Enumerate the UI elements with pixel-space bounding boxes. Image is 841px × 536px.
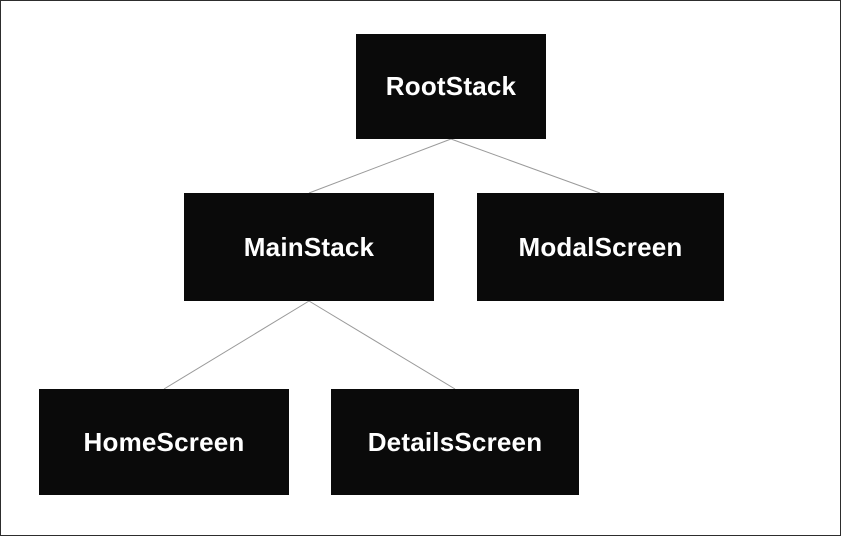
node-mainstack: MainStack bbox=[184, 193, 434, 301]
node-homescreen: HomeScreen bbox=[39, 389, 289, 495]
edge-mainstack-detailsscreen bbox=[308, 300, 456, 390]
node-mainstack-label: MainStack bbox=[243, 231, 375, 262]
node-rootstack: RootStack bbox=[356, 34, 546, 139]
edge-mainstack-homescreen bbox=[163, 300, 310, 390]
edge-rootstack-modalscreen bbox=[450, 138, 601, 194]
node-rootstack-label: RootStack bbox=[385, 71, 517, 101]
node-homescreen-label: HomeScreen bbox=[83, 426, 245, 457]
edge-rootstack-mainstack bbox=[308, 138, 452, 194]
node-detailsscreen: DetailsScreen bbox=[331, 389, 579, 495]
node-modalscreen: ModalScreen bbox=[477, 193, 724, 301]
node-detailsscreen-label: DetailsScreen bbox=[367, 426, 543, 457]
node-modalscreen-label: ModalScreen bbox=[518, 231, 683, 262]
